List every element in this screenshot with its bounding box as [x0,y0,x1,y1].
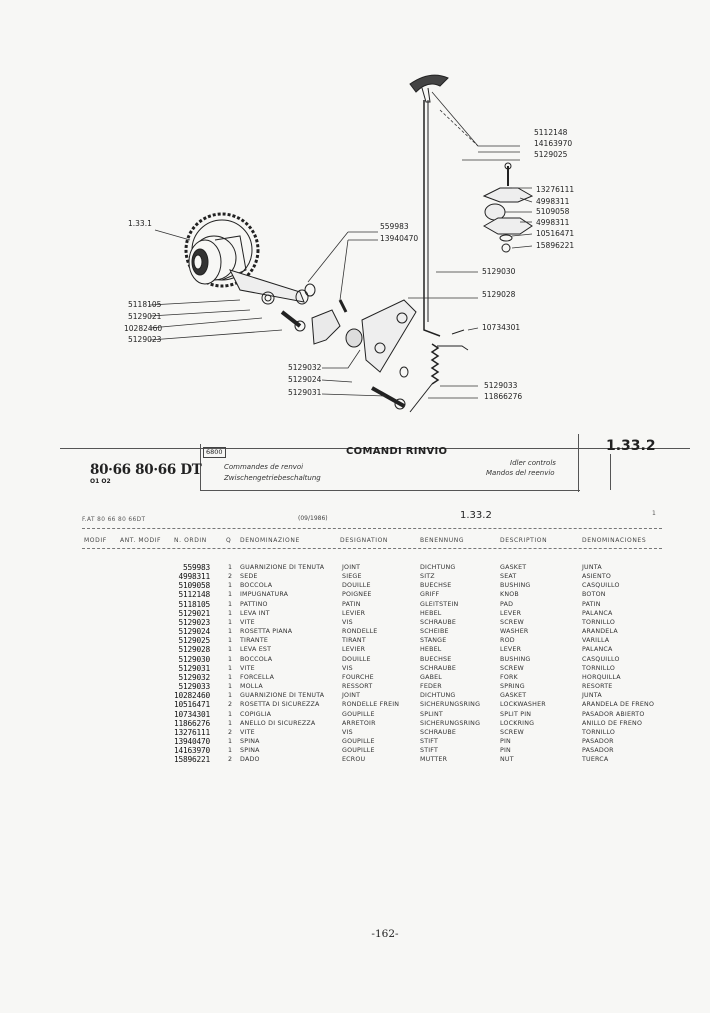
model-sub: O1 O2 [90,478,111,485]
label-5129031: 5129031 [288,388,322,397]
parts-qty-column: 1 2 1 1 1 1 1 1 1 1 1 1 1 1 1 2 1 1 2 1 … [228,564,233,764]
label-14163970: 14163970 [534,139,573,148]
label-13940470: 13940470 [380,234,419,243]
exploded-diagram [149,74,534,413]
desc-fr: Commandes de renvoi [224,463,304,471]
code-box: 6800 [203,447,226,458]
sub-header-page: 1 [652,510,656,517]
header-divider-left [200,444,201,490]
parts-de-column: DICHTUNG SITZ BUECHSE GRIFF GLEITSTEIN H… [420,564,481,764]
label-5129024: 5129024 [288,375,322,384]
column-header-rule [82,548,662,549]
label-4998311-a: 4998311 [536,197,570,206]
label-5129021: 5129021 [128,312,162,321]
col-description: DESCRIPTION [500,537,548,544]
label-5129023: 5129023 [128,335,162,344]
label-10282460: 10282460 [124,324,163,333]
sub-header-ref: 1.33.2 [460,510,492,521]
page-number: -162- [371,928,399,940]
label-5129032: 5129032 [288,363,322,372]
model-names: 80·66 80·66 DT [90,462,202,478]
label-13276111: 13276111 [536,185,575,194]
col-designation: DESIGNATION [340,537,389,544]
label-15896221: 15896221 [536,241,575,250]
label-4998311-b: 4998311 [536,218,570,227]
col-modif: MODIF [84,537,107,544]
label-5112148: 5112148 [534,128,568,137]
sub-header-date: (09/1986) [298,515,328,522]
label-11866276: 11866276 [484,392,523,401]
header-top-rule [60,448,690,449]
label-5118105: 5118105 [128,300,162,309]
page-ref: 1.33.2 [606,438,656,454]
col-ant-modif: ANT. MODIF [120,537,162,544]
label-10516471: 10516471 [536,229,575,238]
desc-en: Idler controls [510,459,556,467]
label-5129030: 5129030 [482,267,516,276]
parts-fr-column: JOINT SIEGE DOUILLE POIGNEE PATIN LEVIER… [342,564,400,764]
parts-es-column: JUNTA ASIENTO CASQUILLO BOTON PATIN PALA… [582,564,655,764]
parts-it-column: GUARNIZIONE DI TENUTA SEDE BOCCOLA IMPUG… [240,564,325,764]
gear-assembly [184,212,260,288]
label-10734301: 10734301 [482,323,521,332]
header-divider-tick [610,454,611,490]
page-title: COMANDI RINVIO [346,446,448,457]
sub-header-rule [82,528,662,529]
parts-en-column: GASKET SEAT BUSHING KNOB PAD LEVER SCREW… [500,564,546,764]
label-5129028: 5129028 [482,290,516,299]
label-1-33-1: 1.33.1 [128,219,152,228]
sub-header-model: F.AT 80 66 80 66DT [82,517,146,523]
col-denominazione: DENOMINAZIONE [240,537,300,544]
desc-es: Mandos del reenvio [486,469,555,477]
col-denominaciones: DENOMINACIONES [582,537,647,544]
parts-number-column: 559983 4998311 5109058 5112148 5118105 5… [174,563,210,765]
col-n-ordin: N. ORDIN [174,537,207,544]
desc-de: Zwischengetriebeschaltung [224,474,321,482]
header-divider-right [578,434,579,492]
header-bottom-rule [200,490,580,491]
label-5129025: 5129025 [534,150,568,159]
label-559983: 559983 [380,222,409,231]
col-q: Q [226,537,232,544]
label-5109058: 5109058 [536,207,570,216]
label-5129033: 5129033 [484,381,518,390]
col-benennung: BENENNUNG [420,537,465,544]
